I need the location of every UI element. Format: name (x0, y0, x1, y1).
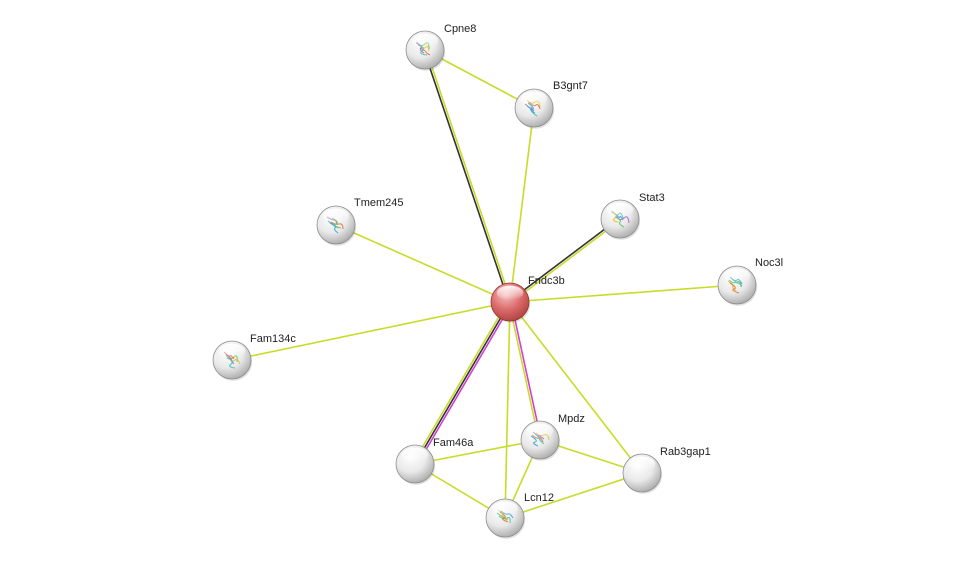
edge-fndc3b-fam134c[interactable] (231, 301, 511, 361)
edge-line-coexpression (508, 217, 620, 302)
edge-fndc3b-lcn12[interactable] (504, 301, 511, 519)
edge-line-textmining (425, 49, 512, 302)
edge-fndc3b-fam46a[interactable] (412, 300, 513, 466)
node-mpdz[interactable]: Mpdz (520, 413, 585, 461)
node-lcn12[interactable]: Lcn12 (485, 492, 554, 539)
node-cpne8[interactable]: Cpne8 (405, 23, 476, 71)
edge-fndc3b-tmem245[interactable] (335, 224, 511, 303)
edge-line-textmining (510, 219, 622, 304)
node-label-stat3: Stat3 (639, 192, 665, 204)
edge-fndc3b-mpdz[interactable] (508, 301, 542, 441)
edge-line-textmining (424, 49, 535, 109)
edge-fndc3b-cpne8[interactable] (423, 49, 512, 303)
edge-fndc3b-noc3l[interactable] (509, 284, 738, 303)
node-gloss (606, 202, 634, 218)
node-gloss (628, 456, 656, 472)
edge-fndc3b-b3gnt7[interactable] (509, 107, 535, 303)
node-gloss (496, 285, 524, 301)
node-gloss (520, 91, 548, 107)
edge-line-experiments (510, 301, 542, 440)
node-fam134c[interactable]: Fam134c (212, 333, 296, 381)
node-label-mpdz: Mpdz (558, 413, 585, 425)
node-rab3gap1[interactable]: Rab3gap1 (622, 446, 711, 494)
node-label-noc3l: Noc3l (755, 257, 783, 269)
node-gloss (491, 501, 519, 517)
edge-line-textmining (504, 301, 511, 519)
node-fam46a[interactable]: Fam46a (395, 437, 474, 485)
edges-layer (231, 49, 738, 519)
node-label-cpne8: Cpne8 (444, 23, 476, 35)
node-tmem245[interactable]: Tmem245 (316, 197, 404, 246)
edge-line-textmining (504, 472, 643, 519)
node-label-rab3gap1: Rab3gap1 (660, 446, 711, 458)
edge-line-textmining (509, 301, 643, 474)
edge-fndc3b-rab3gap1[interactable] (509, 301, 643, 474)
node-gloss (322, 208, 350, 224)
edge-line-textmining (509, 107, 535, 303)
node-fndc3b[interactable]: Fndc3b (490, 275, 565, 323)
edge-line-textmining (412, 300, 509, 464)
edge-cpne8-b3gnt7[interactable] (424, 49, 535, 109)
node-label-fam46a: Fam46a (433, 437, 474, 449)
edge-lcn12-rab3gap1[interactable] (504, 472, 643, 519)
node-label-fam134c: Fam134c (250, 333, 296, 345)
node-label-tmem245: Tmem245 (354, 197, 404, 209)
node-b3gnt7[interactable]: B3gnt7 (514, 80, 588, 129)
edge-line-experiments (416, 302, 513, 466)
edge-fndc3b-stat3[interactable] (508, 217, 622, 304)
node-gloss (411, 33, 439, 49)
node-gloss (526, 423, 554, 439)
node-gloss (723, 268, 751, 284)
edge-line-textmining (509, 284, 738, 303)
node-label-lcn12: Lcn12 (524, 492, 554, 504)
edge-fam46a-mpdz[interactable] (414, 439, 541, 465)
node-gloss (401, 447, 429, 463)
edge-line-coexpression (423, 50, 510, 303)
edge-line-textmining (335, 224, 511, 303)
node-label-b3gnt7: B3gnt7 (553, 80, 588, 92)
node-noc3l[interactable]: Noc3l (717, 257, 783, 306)
node-stat3[interactable]: Stat3 (600, 192, 665, 240)
edge-line-textmining (414, 439, 541, 465)
node-label-fndc3b: Fndc3b (528, 275, 565, 287)
edge-line-textmining (508, 302, 540, 441)
edge-line-textmining (231, 301, 511, 361)
node-gloss (218, 343, 246, 359)
edge-line-coexpression (414, 301, 511, 465)
